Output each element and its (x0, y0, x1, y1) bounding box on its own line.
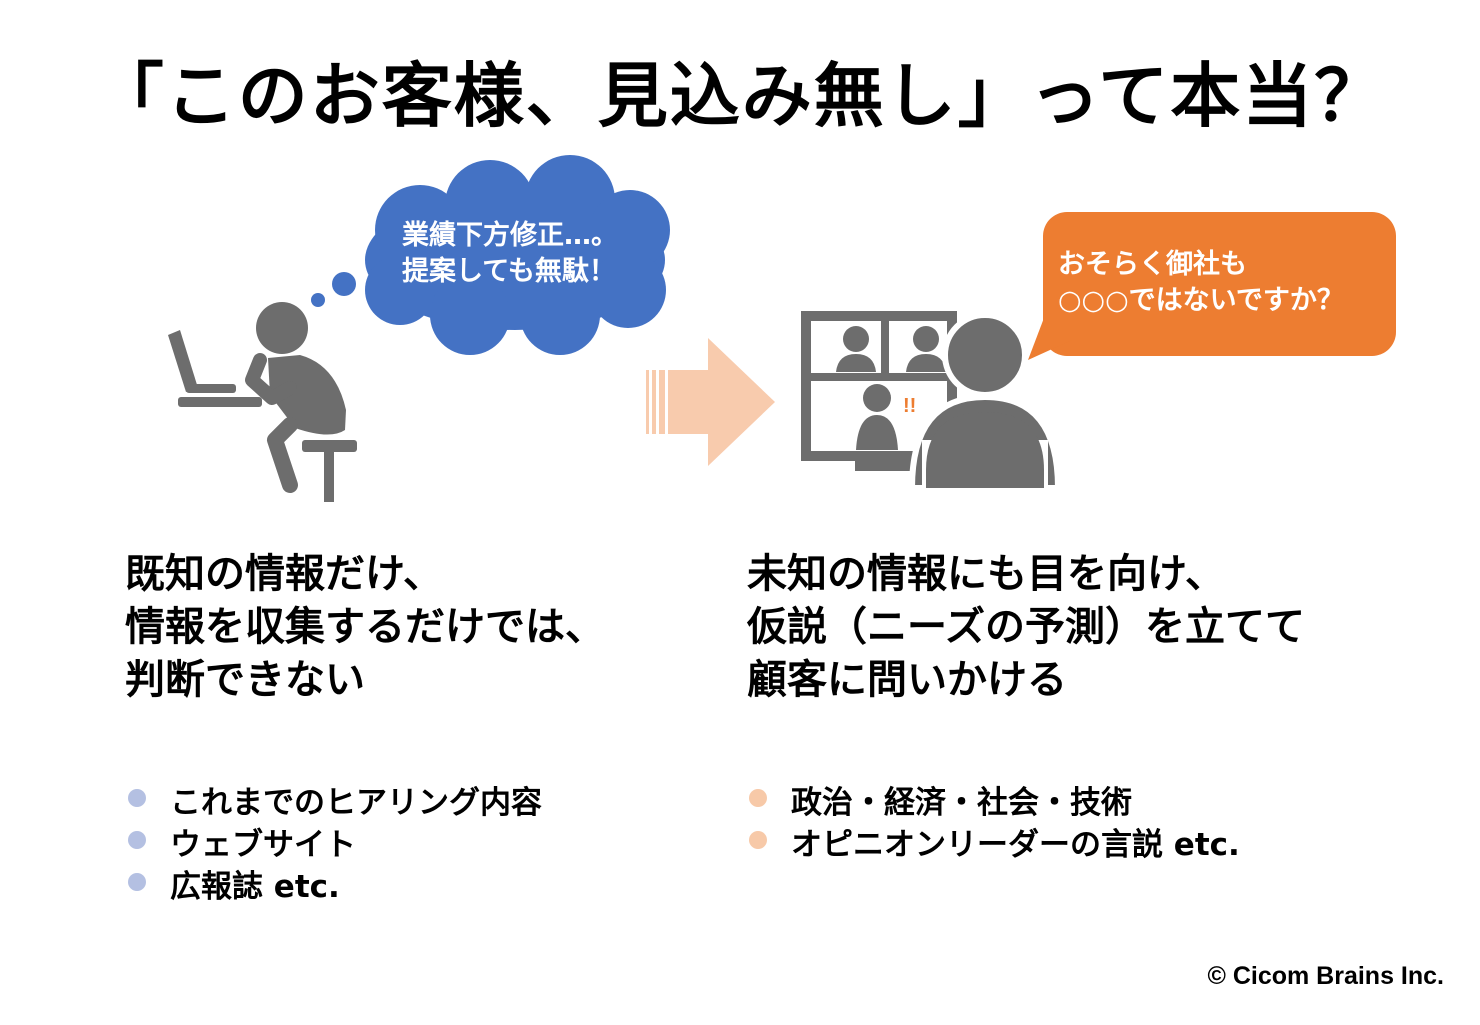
bullet-dot-icon (749, 831, 767, 849)
bullet-dot-icon (128, 873, 146, 891)
thought-line-2: 提案しても無駄！ (402, 256, 616, 287)
thought-bubble-text: 業績下方修正…。 提案しても無駄！ (402, 218, 618, 290)
copyright-notice: © Cicom Brains Inc. (1207, 962, 1444, 990)
right-heading-line-2: 仮説（ニーズの予測）を立てて (747, 604, 1305, 650)
speech-bubble-text: おそらく御社も ○○○ではないですか？ (1058, 247, 1344, 319)
page-title: 「このお客様、見込み無し」って本当？ (93, 55, 1387, 137)
right-heading-line-1: 未知の情報にも目を向け、 (747, 551, 1225, 597)
thinking-person-at-laptop-icon (168, 302, 357, 502)
left-heading-line-2: 情報を収集するだけでは、 (125, 604, 605, 650)
thought-bubble (311, 155, 670, 355)
speech-line-1: おそらく御社も (1058, 249, 1247, 280)
left-heading: 既知の情報だけ、 情報を収集するだけでは、 判断できない (125, 548, 605, 707)
right-arrow-icon (646, 338, 775, 466)
bullet-dot-icon (128, 831, 146, 849)
right-heading-line-3: 顧客に問いかける (747, 657, 1067, 703)
left-heading-line-1: 既知の情報だけ、 (125, 551, 443, 597)
bullet-dot-icon (128, 789, 146, 807)
speech-line-2: ○○○ではないですか？ (1058, 285, 1344, 316)
right-heading: 未知の情報にも目を向け、 仮説（ニーズの予測）を立てて 顧客に問いかける (747, 548, 1305, 707)
left-heading-line-3: 判断できない (125, 657, 365, 703)
alert-mark: !! (903, 395, 916, 417)
video-call-person-icon (801, 311, 1062, 491)
bullet-dot-icon (749, 789, 767, 807)
thought-line-1: 業績下方修正…。 (402, 220, 618, 251)
speech-bubble (1028, 212, 1396, 360)
